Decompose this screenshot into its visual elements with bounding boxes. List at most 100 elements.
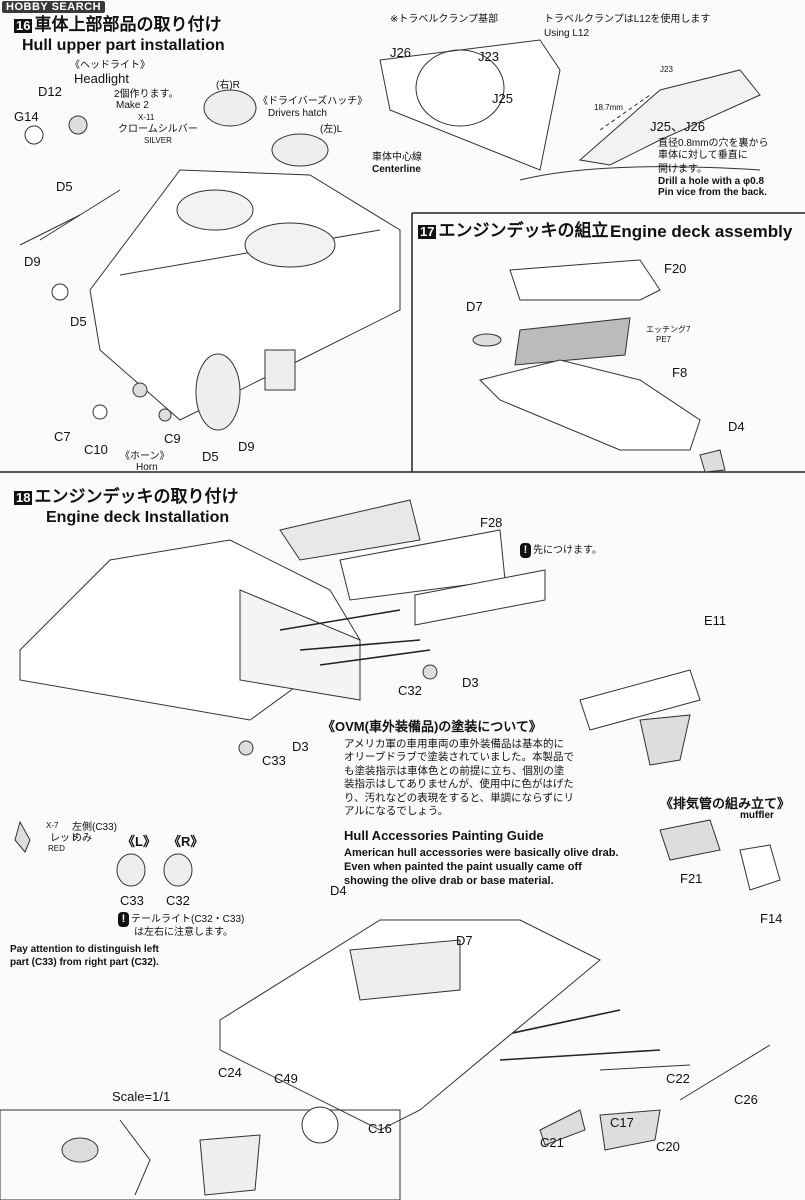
label-drivers-hatch-jp: 《ドライバーズハッチ》	[258, 96, 368, 107]
label-f28: F28	[480, 515, 503, 530]
ovm-heading-jp: 《OVM(車外装備品)の塗装について》	[322, 719, 542, 734]
label-x7: X-7	[46, 821, 59, 830]
label-c22: C22	[666, 1071, 690, 1086]
label-c9: C9	[164, 431, 181, 446]
label-d3-b: D3	[292, 739, 309, 754]
label-d5-c: D5	[202, 449, 219, 464]
engine-deck-drawing	[472, 259, 726, 473]
label-etching-jp: エッチング7	[646, 325, 691, 334]
label-silver: SILVER	[144, 136, 172, 145]
label-c16: C16	[368, 1121, 392, 1136]
label-d4-b: D4	[330, 883, 347, 898]
label-travel-clamp-base: ※トラベルクランプ基部	[390, 14, 499, 25]
step-18-title-en: Engine deck Installation	[46, 509, 230, 526]
label-f21: F21	[680, 871, 703, 886]
label-drill-en-2: Pin vice from the back.	[658, 187, 767, 198]
label-j25-a: J25	[492, 91, 513, 106]
label-c33-b: C33	[120, 893, 144, 908]
label-r: 《R》	[168, 834, 204, 849]
label-c24: C24	[218, 1065, 242, 1080]
hull-upper-drawing	[19, 89, 401, 431]
label-c10: C10	[84, 442, 108, 457]
label-drill-jp-3: 開けます。	[658, 164, 707, 175]
label-make-two-jp: 2個作ります。	[114, 89, 179, 100]
muffler-heading-jp: 《排気管の組み立て》	[660, 796, 791, 811]
hull-rear-drawing	[219, 919, 771, 1151]
label-drill-jp-2: 車体に対して垂直に	[658, 150, 748, 161]
label-d9-a: D9	[24, 254, 41, 269]
label-right-jp: (右)R	[216, 80, 240, 91]
scale-detail-drawing	[0, 1106, 401, 1200]
label-horn: Horn	[136, 462, 158, 473]
label-d12: D12	[38, 84, 62, 99]
label-only-jp: のみ	[72, 833, 92, 844]
label-make-two: Make 2	[116, 100, 149, 111]
label-c33-a: C33	[262, 753, 286, 768]
label-g14: G14	[14, 109, 39, 124]
label-x11: X-11	[138, 113, 155, 122]
label-centerline-jp: 車体中心線	[372, 152, 422, 163]
travel-clamp-drawing	[379, 39, 761, 181]
label-d4-a: D4	[728, 419, 745, 434]
label-d7-a: D7	[466, 299, 483, 314]
label-l: 《L》	[122, 834, 156, 849]
label-drivers-hatch: Drivers hatch	[268, 108, 327, 119]
label-j26-a: J26	[390, 45, 411, 60]
label-e11: E11	[704, 613, 727, 628]
label-c7: C7	[54, 429, 71, 444]
label-d5-b: D5	[70, 314, 87, 329]
label-c32-a: C32	[398, 683, 422, 698]
label-headlight-jp: 《ヘッドライト》	[70, 60, 150, 71]
label-f20: F20	[664, 261, 687, 276]
step-16-title-en: Hull upper part installation	[22, 37, 225, 54]
watermark: HOBBY SEARCH	[2, 1, 106, 13]
muffler-drawing	[659, 819, 781, 891]
label-d9-b: D9	[238, 439, 255, 454]
warning-icon: !	[118, 912, 129, 927]
label-d7-b: D7	[456, 933, 473, 948]
label-c26: C26	[734, 1092, 758, 1107]
label-scale: Scale=1/1	[112, 1089, 171, 1104]
ovm-heading-en: Hull Accessories Painting Guide	[344, 828, 544, 843]
label-c49: C49	[274, 1071, 298, 1086]
label-dimension-18-7mm: 18.7mm	[594, 103, 623, 112]
label-chrome-silver-jp: クロームシルバー	[118, 124, 198, 135]
label-j23-a: J23	[478, 49, 499, 64]
warning-icon: !	[520, 543, 531, 558]
label-c32-b: C32	[166, 893, 190, 908]
label-tail-light-jp: !テールライト(C32・C33)	[118, 912, 244, 927]
label-red-jp: レッド	[50, 833, 80, 844]
label-d3-a: D3	[462, 675, 479, 690]
label-c21: C21	[540, 1135, 564, 1150]
label-pe7: PE7	[656, 335, 672, 344]
label-centerline: Centerline	[372, 164, 421, 175]
label-headlight: Headlight	[74, 71, 129, 86]
label-travel-clamp-l12-jp: トラベルクランプはL12を使用します	[544, 14, 711, 25]
label-tail-light-note-jp: は左右に注意します。	[134, 927, 233, 938]
label-j23-b: J23	[660, 65, 673, 74]
muffler-heading-en: muffler	[740, 810, 774, 821]
label-using-l12: Using L12	[544, 28, 590, 39]
label-drill-jp-1: 直径0.8mmの穴を裏から	[658, 138, 769, 149]
tail-light-drawing	[14, 820, 193, 887]
label-f8: F8	[672, 365, 688, 380]
label-c20: C20	[656, 1139, 680, 1154]
ovm-body-jp: アメリカ軍の車用車両の車外装備品は基本的に オリーブドラブで塗装されていました。…	[344, 738, 575, 818]
ovm-body-en: American hull accessories were basically…	[344, 847, 619, 888]
label-left-c33-jp: 左側(C33)	[72, 822, 118, 833]
label-pay-attention-2: part (C33) from right part (C32).	[10, 957, 159, 968]
label-drill-en-1: Drill a hole with a φ0.8	[658, 176, 765, 187]
label-red: RED	[48, 844, 65, 853]
label-f14: F14	[760, 911, 783, 926]
step-17-title-en: Engine deck assembly	[610, 222, 793, 241]
label-horn-jp: 《ホーン》	[120, 451, 170, 462]
engine-deck-install-drawing	[19, 499, 701, 766]
label-j25-j26: J25、J26	[650, 119, 705, 134]
label-left-jp: (左)L	[320, 124, 343, 135]
label-d5-a: D5	[56, 179, 73, 194]
